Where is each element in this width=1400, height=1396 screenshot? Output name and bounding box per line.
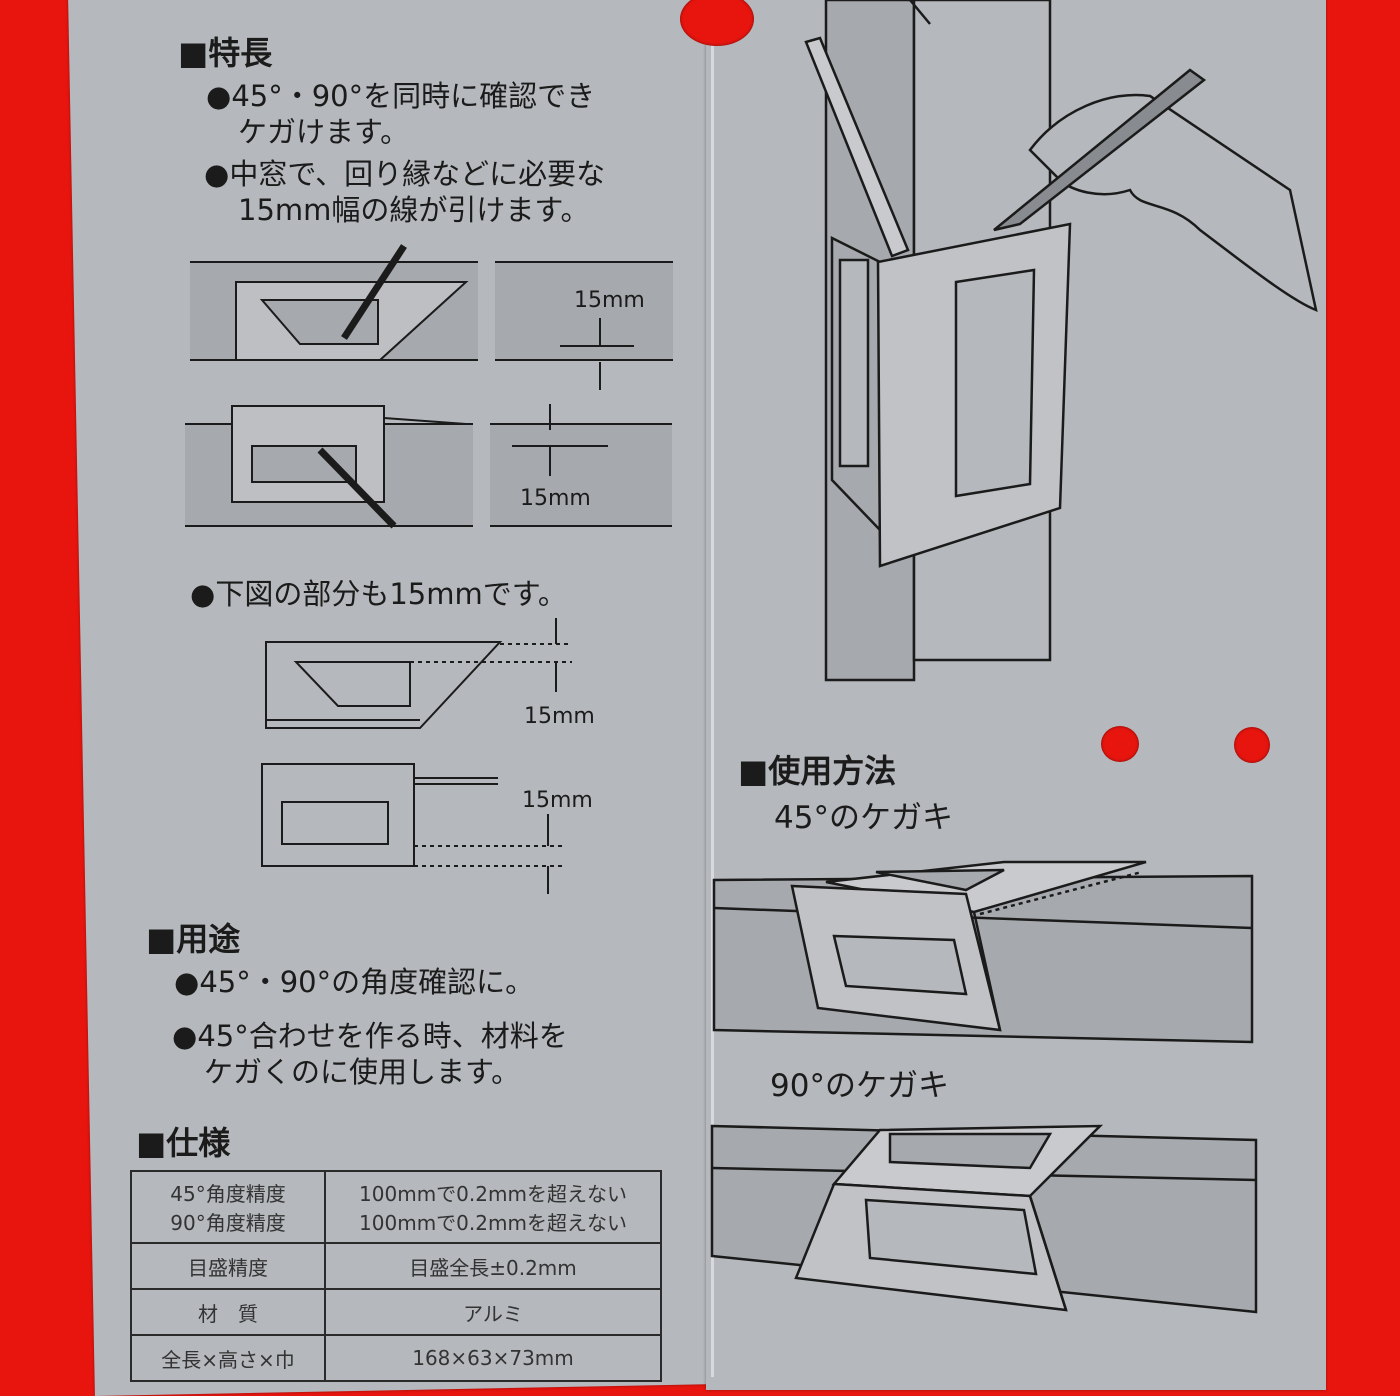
spec-row: 目盛精度 目盛全長±0.2mm [130, 1242, 662, 1290]
use-2-line1: 45°合わせを作る時、材料を [172, 1018, 567, 1054]
card-fold-line [711, 0, 714, 1377]
use-2-line2: ケガくのに使用します。 [204, 1055, 521, 1089]
spec-key: 目盛精度 [130, 1242, 326, 1290]
spec-row: 45°角度精度 90°角度精度 100mmで0.2mmを超えない 100mmで0… [130, 1170, 662, 1244]
specs-heading: ■仕様 [136, 1124, 231, 1162]
dim-label-2: 15mm [520, 486, 591, 511]
spec-value: 168×63×73mm [324, 1334, 662, 1382]
spec-row: 全長×高さ×巾 168×63×73mm [130, 1334, 662, 1382]
dim-label-3: 15mm [524, 704, 595, 729]
spec-value: 目盛全長±0.2mm [324, 1242, 662, 1290]
spec-row: 材 質 アルミ [130, 1288, 662, 1336]
feature-3: 下図の部分も15mmです。 [190, 576, 567, 612]
punch-hole-right [1234, 727, 1270, 763]
dim-label-4: 15mm [522, 788, 593, 813]
use-1: 45°・90°の角度確認に。 [174, 964, 534, 1000]
spec-table: 45°角度精度 90°角度精度 100mmで0.2mmを超えない 100mmで0… [130, 1170, 662, 1382]
spec-value: 100mmで0.2mmを超えない 100mmで0.2mmを超えない [324, 1170, 662, 1244]
features-heading: ■特長 [178, 34, 273, 72]
feature-1-line1: 45°・90°を同時に確認でき [206, 78, 595, 114]
spec-value: アルミ [324, 1288, 662, 1336]
feature-2-line2: 15mm幅の線が引けます。 [238, 193, 590, 227]
uses-heading: ■用途 [146, 920, 241, 958]
dim-label-1: 15mm [574, 288, 645, 313]
feature-2-line1: 中窓で、回り縁などに必要な [204, 156, 605, 192]
hang-hole [680, 0, 754, 46]
spec-key: 材 質 [130, 1288, 326, 1336]
usage-heading: ■使用方法 [738, 752, 897, 790]
punch-hole-left [1101, 726, 1139, 762]
feature-1-line2: ケガけます。 [238, 115, 410, 149]
caption-90: 90°のケガキ [770, 1068, 949, 1104]
caption-45: 45°のケガキ [774, 800, 953, 836]
spec-key: 45°角度精度 90°角度精度 [130, 1170, 326, 1244]
